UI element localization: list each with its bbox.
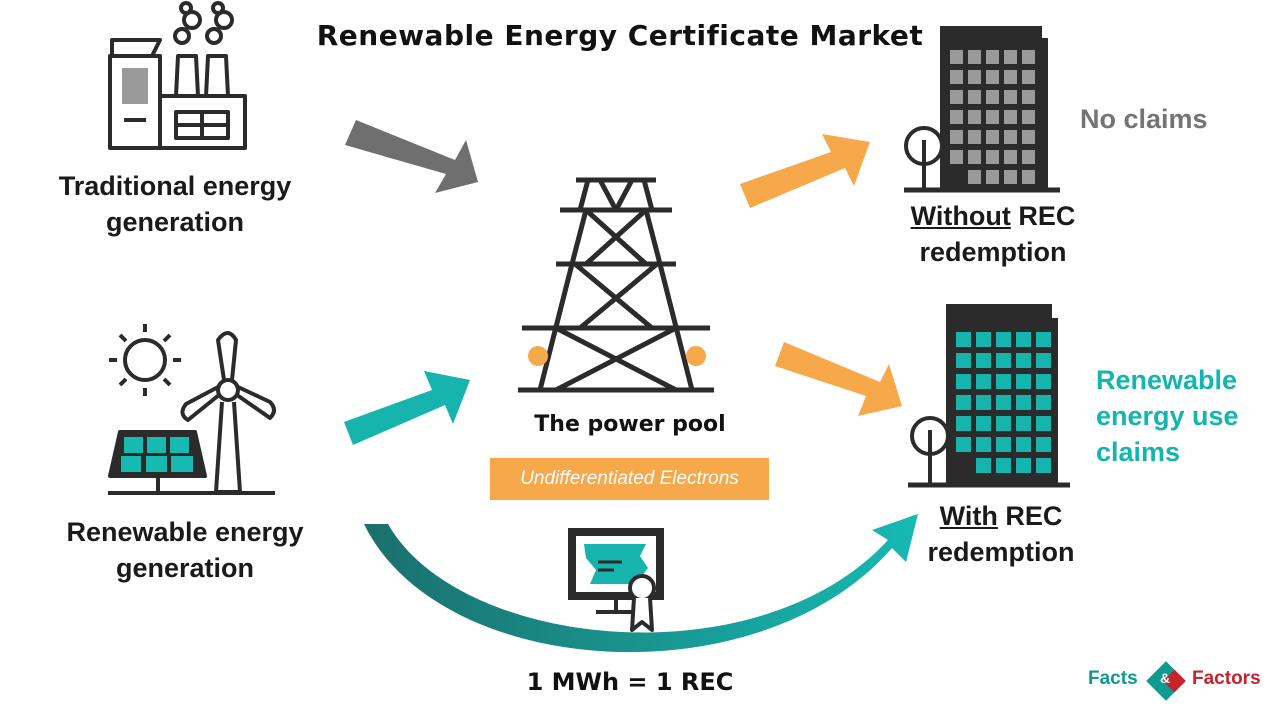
- orange-arrow-down: [775, 342, 902, 416]
- with-underlined: With: [939, 501, 998, 531]
- tower-insulator-left: [528, 346, 548, 366]
- solar-panel-icon: [108, 430, 275, 495]
- mwh-rec-equation: 1 MWh = 1 REC: [526, 668, 734, 696]
- undifferentiated-electrons-badge: Undifferentiated Electrons: [490, 458, 769, 500]
- orange-arrow-up: [740, 134, 870, 208]
- without-rec-label: Without REC redemption: [910, 201, 1076, 267]
- sun-icon: [109, 324, 181, 396]
- tower-insulator-right: [686, 346, 706, 366]
- gray-arrow: [345, 120, 478, 193]
- with-rec-label: With REC redemption: [927, 501, 1075, 567]
- facts-factors-logo: Facts & Factors: [1088, 654, 1268, 704]
- logo-facts-text: Facts: [1088, 668, 1138, 689]
- page-title: Renewable Energy Certificate Market: [316, 19, 924, 52]
- no-claims-text: No claims: [1080, 104, 1208, 134]
- transmission-tower-icon: [518, 177, 714, 393]
- factory-icon: [108, 1, 247, 150]
- without-underlined: Without: [910, 201, 1011, 231]
- power-pool-label: The power pool: [534, 412, 726, 437]
- logo-factors-text: Factors: [1192, 668, 1261, 689]
- building-gray-icon: [904, 26, 1060, 193]
- logo-ampersand: &: [1160, 670, 1171, 686]
- teal-arrow-in: [344, 371, 470, 445]
- renewable-claims-text: Renewable energy use claims: [1096, 365, 1239, 467]
- certificate-icon: [568, 528, 664, 632]
- building-teal-icon: [908, 304, 1070, 488]
- curved-rec-arrow: [364, 514, 918, 653]
